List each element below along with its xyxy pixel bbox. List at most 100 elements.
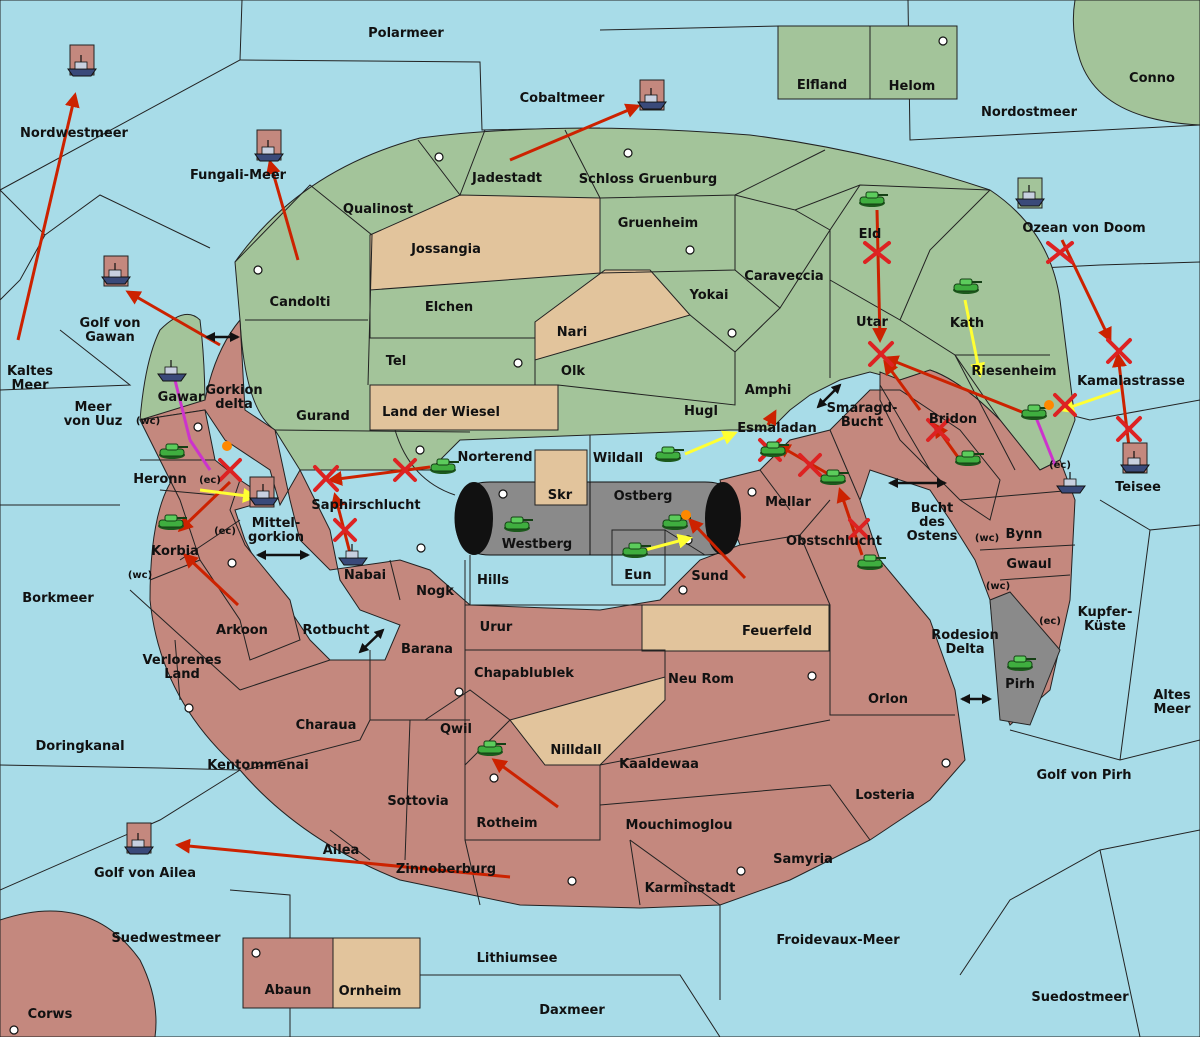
- label-wildall[interactable]: Wildall: [593, 451, 643, 466]
- label-elchen[interactable]: Elchen: [425, 300, 473, 315]
- label-riesenheim[interactable]: Riesenheim: [971, 364, 1056, 379]
- label-charaua[interactable]: Charaua: [296, 718, 357, 733]
- label-suedwestmeer[interactable]: Suedwestmeer: [111, 931, 221, 946]
- label-arkoon[interactable]: Arkoon: [216, 623, 268, 638]
- region-feuerfeld[interactable]: [641, 604, 830, 652]
- label-korbia[interactable]: Korbia: [151, 544, 199, 559]
- label-cobaltmeer[interactable]: Cobaltmeer: [520, 91, 605, 106]
- label-gruenheim[interactable]: Gruenheim: [618, 216, 698, 231]
- label-neu-rom[interactable]: Neu Rom: [668, 672, 734, 687]
- label-yokai[interactable]: Yokai: [688, 288, 728, 303]
- label-ozean-von-doom[interactable]: Ozean von Doom: [1022, 221, 1145, 236]
- label-abaun[interactable]: Abaun: [265, 983, 312, 998]
- label-obstschlucht[interactable]: Obstschlucht: [786, 534, 882, 549]
- label-candolti[interactable]: Candolti: [270, 295, 331, 310]
- label-ornheim[interactable]: Ornheim: [339, 984, 402, 999]
- label-gawar[interactable]: Gawar: [158, 390, 205, 405]
- region-nilldall[interactable]: [509, 676, 666, 766]
- region-land-der-wiesel[interactable]: [369, 384, 559, 431]
- label-borkmeer[interactable]: Borkmeer: [22, 591, 94, 606]
- label-westberg[interactable]: Westberg: [502, 537, 572, 552]
- label-jadestadt[interactable]: Jadestadt: [471, 171, 542, 186]
- label-zinnoberburg[interactable]: Zinnoberburg: [396, 862, 496, 877]
- region-nari[interactable]: [534, 269, 691, 361]
- region-conno[interactable]: [1072, 0, 1200, 126]
- label-daxmeer[interactable]: Daxmeer: [539, 1003, 605, 1018]
- label-land-der-wiesel[interactable]: Land der Wiesel: [382, 405, 500, 420]
- label-tel[interactable]: Tel: [386, 354, 406, 369]
- label-hugl[interactable]: Hugl: [684, 404, 718, 419]
- label-rotbucht[interactable]: Rotbucht: [303, 623, 370, 638]
- label-esmaladan[interactable]: Esmaladan: [737, 421, 817, 436]
- label-bridon[interactable]: Bridon: [929, 412, 977, 427]
- label-saphirschlucht[interactable]: Saphirschlucht: [311, 498, 420, 513]
- label-feuerfeld[interactable]: Feuerfeld: [742, 624, 812, 639]
- label-samyria[interactable]: Samyria: [773, 852, 833, 867]
- label-mouchimoglou[interactable]: Mouchimoglou: [626, 818, 733, 833]
- label-elfland[interactable]: Elfland: [797, 78, 847, 93]
- label-ailea[interactable]: Ailea: [323, 843, 360, 858]
- label-schloss-gruenburg[interactable]: Schloss Gruenburg: [579, 172, 717, 187]
- label-nilldall[interactable]: Nilldall: [550, 743, 601, 758]
- label-jossangia[interactable]: Jossangia: [410, 242, 481, 257]
- label-helom[interactable]: Helom: [889, 79, 936, 94]
- label-skr[interactable]: Skr: [548, 488, 573, 503]
- label-heronn[interactable]: Heronn: [133, 472, 187, 487]
- label-nordwestmeer[interactable]: Nordwestmeer: [20, 126, 128, 141]
- label-mittel-gorkion[interactable]: Mittel-gorkion: [248, 516, 304, 545]
- label-kath[interactable]: Kath: [950, 316, 984, 331]
- label-amphi[interactable]: Amphi: [745, 383, 792, 398]
- label-caraveccia[interactable]: Caraveccia: [744, 269, 823, 284]
- label-utar[interactable]: Utar: [856, 315, 889, 330]
- label-suedostmeer[interactable]: Suedostmeer: [1031, 990, 1129, 1005]
- region-corws[interactable]: [0, 910, 157, 1037]
- label-hills[interactable]: Hills: [477, 573, 509, 588]
- label-bynn[interactable]: Bynn: [1006, 527, 1043, 542]
- label-fungali-meer[interactable]: Fungali-Meer: [190, 168, 287, 183]
- label-kupfer-kueste[interactable]: Kupfer-Küste: [1078, 605, 1133, 634]
- label-golf-von-pirh[interactable]: Golf von Pirh: [1036, 768, 1131, 783]
- label-rotheim[interactable]: Rotheim: [476, 816, 537, 831]
- label-qwil[interactable]: Qwil: [440, 722, 472, 737]
- label-polarmeer[interactable]: Polarmeer: [368, 26, 444, 41]
- label-kaaldewaa[interactable]: Kaaldewaa: [619, 757, 699, 772]
- label-nari[interactable]: Nari: [557, 325, 588, 340]
- label-sottovia[interactable]: Sottovia: [387, 794, 448, 809]
- label-corws[interactable]: Corws: [28, 1007, 73, 1022]
- label-gwaul[interactable]: Gwaul: [1006, 557, 1051, 572]
- label-urur[interactable]: Urur: [480, 620, 513, 635]
- label-kamalastrasse[interactable]: Kamalastrasse: [1077, 374, 1185, 389]
- label-nabai[interactable]: Nabai: [344, 568, 386, 583]
- label-sund[interactable]: Sund: [691, 569, 728, 584]
- label-orlon[interactable]: Orlon: [868, 692, 908, 707]
- label-olk[interactable]: Olk: [561, 364, 586, 379]
- label-lithiumsee[interactable]: Lithiumsee: [477, 951, 558, 966]
- region-skr[interactable]: [534, 449, 588, 506]
- label-froidevaux-meer[interactable]: Froidevaux-Meer: [776, 933, 900, 948]
- region-ornheim[interactable]: [332, 937, 421, 1009]
- label-pirh[interactable]: Pirh: [1005, 677, 1035, 692]
- label-eld[interactable]: Eld: [859, 227, 882, 242]
- region-elfland[interactable]: [777, 25, 871, 100]
- label-eun[interactable]: Eun: [624, 568, 651, 583]
- label-barana[interactable]: Barana: [401, 642, 453, 657]
- label-teisee[interactable]: Teisee: [1115, 480, 1161, 495]
- label-karminstadt[interactable]: Karminstadt: [645, 881, 736, 896]
- label-qualinost[interactable]: Qualinost: [343, 202, 413, 217]
- label-nogk[interactable]: Nogk: [416, 584, 454, 599]
- label-chapablublek[interactable]: Chapablublek: [474, 666, 574, 681]
- label-doringkanal[interactable]: Doringkanal: [35, 739, 124, 754]
- label-ostberg[interactable]: Ostberg: [614, 489, 673, 504]
- label-gurand[interactable]: Gurand: [296, 409, 350, 424]
- label-losteria[interactable]: Losteria: [855, 788, 915, 803]
- label-smaragd-bucht[interactable]: Smaragd-Bucht: [827, 401, 898, 430]
- label-norterend[interactable]: Norterend: [457, 450, 532, 465]
- label-conno[interactable]: Conno: [1129, 71, 1175, 86]
